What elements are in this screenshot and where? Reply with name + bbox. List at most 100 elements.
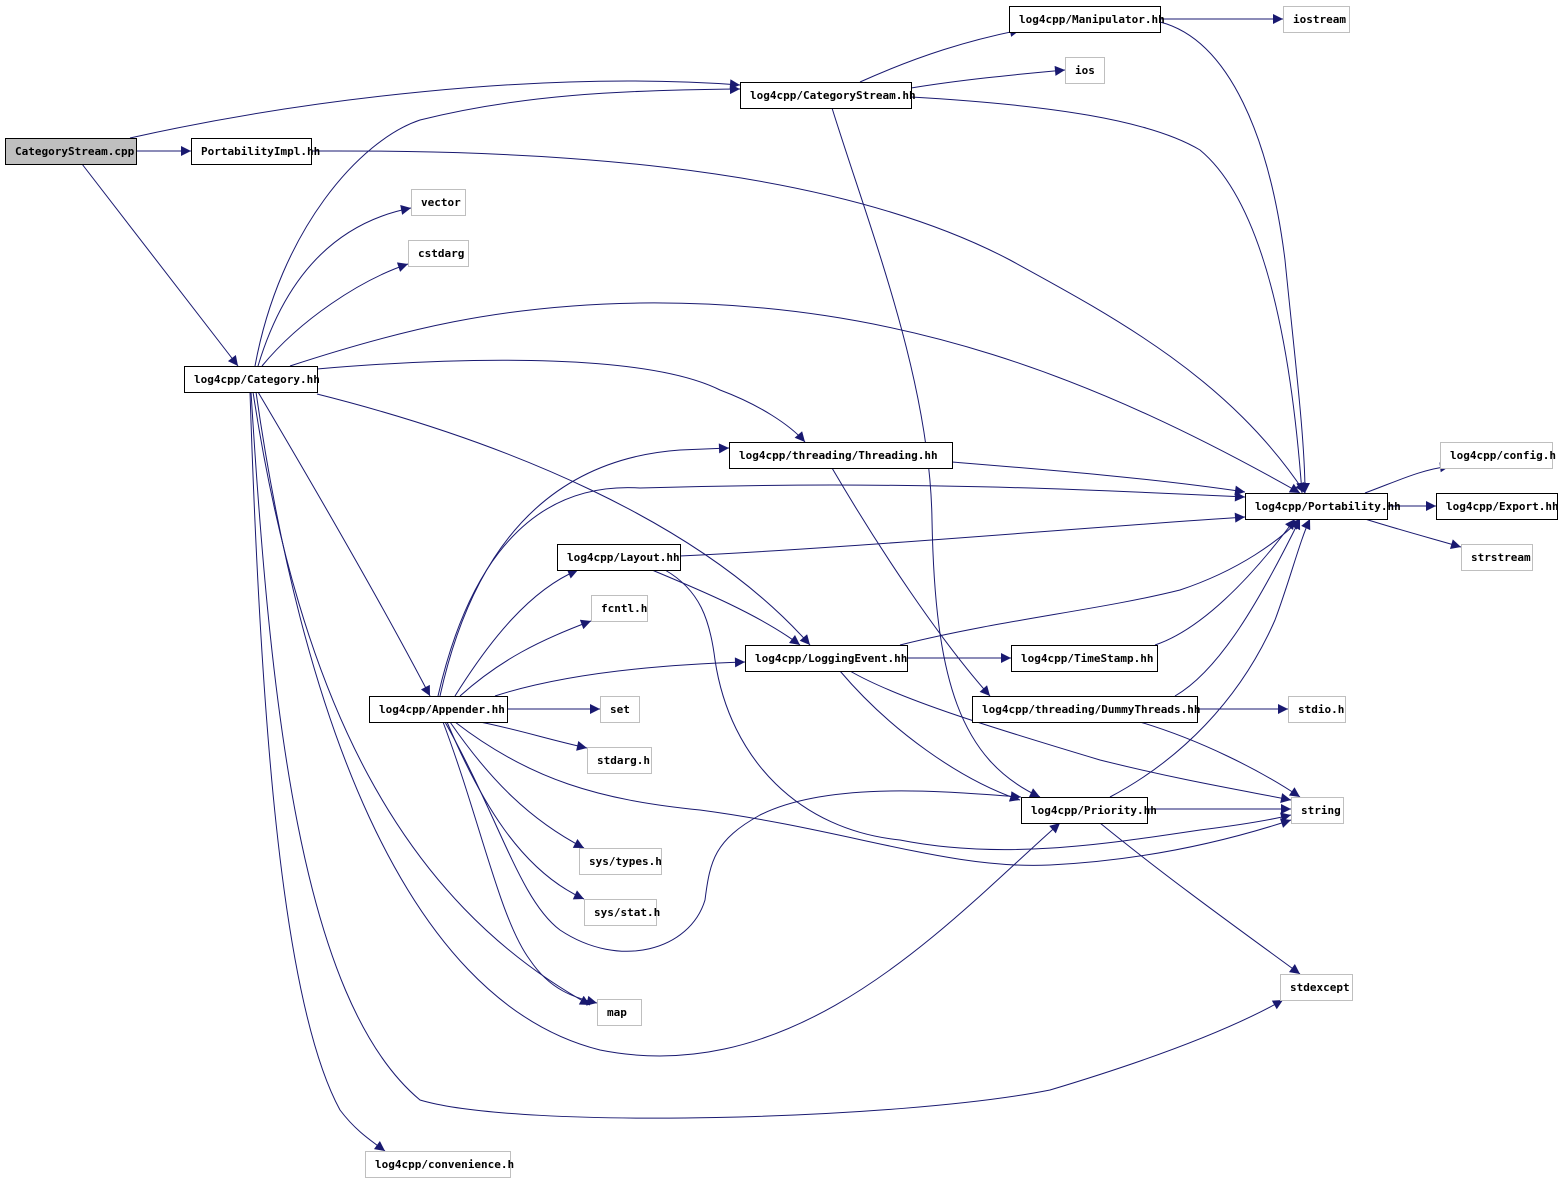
edge-appender-to-threading <box>439 443 730 697</box>
node-label: log4cpp/Portability.hh <box>1255 500 1401 513</box>
node-box <box>365 1151 511 1178</box>
node-timestamp[interactable]: log4cpp/TimeStamp.hh <box>1011 645 1158 672</box>
node-box <box>587 747 652 774</box>
node-label: fcntl.h <box>601 602 647 615</box>
node-label: log4cpp/Category.hh <box>194 373 320 386</box>
node-box <box>1065 57 1105 84</box>
node-threading[interactable]: log4cpp/threading/Threading.hh <box>729 442 953 469</box>
node-config: log4cpp/config.h <box>1440 442 1556 469</box>
node-label: set <box>610 703 630 716</box>
node-label: sys/types.h <box>589 855 662 868</box>
node-box <box>597 999 642 1026</box>
node-box <box>729 442 953 469</box>
node-manip[interactable]: log4cpp/Manipulator.hh <box>1009 6 1165 33</box>
node-box <box>740 82 912 109</box>
node-box <box>184 366 318 393</box>
node-label: ios <box>1075 64 1095 77</box>
node-box <box>972 696 1198 723</box>
node-vector: vector <box>411 189 466 216</box>
node-box <box>1436 493 1558 520</box>
edge-root-to-category <box>81 163 239 367</box>
edge-threading-to-portability <box>951 461 1246 496</box>
node-portability[interactable]: log4cpp/Portability.hh <box>1245 493 1401 520</box>
node-cstdarg: cstdarg <box>408 240 469 267</box>
node-label: log4cpp/threading/Threading.hh <box>739 449 938 462</box>
node-category[interactable]: log4cpp/Category.hh <box>184 366 320 393</box>
edges-layer <box>81 14 1462 1152</box>
node-box <box>1021 797 1148 824</box>
node-box <box>1461 544 1533 571</box>
edge-appender-to-priority <box>444 721 1022 952</box>
edge-category-to-vector <box>257 205 412 367</box>
node-portimpl[interactable]: PortabilityImpl.hh <box>191 138 321 165</box>
node-label: sys/stat.h <box>594 906 660 919</box>
node-label: PortabilityImpl.hh <box>201 145 320 158</box>
node-label: strstream <box>1471 551 1531 564</box>
node-systypes: sys/types.h <box>579 848 662 875</box>
edge-timestamp-to-portability <box>1154 518 1296 646</box>
node-logevent[interactable]: log4cpp/LoggingEvent.hh <box>745 645 908 672</box>
edge-dummy-to-portability <box>1174 518 1301 697</box>
node-stdarg: stdarg.h <box>587 747 652 774</box>
edge-layout-to-string <box>664 569 1292 851</box>
edge-appender-to-layout <box>454 569 579 697</box>
node-stdio: stdio.h <box>1288 696 1346 723</box>
edge-catstream-to-ios <box>910 65 1066 89</box>
node-box <box>557 544 681 571</box>
edge-priority-to-portability <box>1109 518 1311 798</box>
edge-portability-to-config <box>1364 462 1451 494</box>
edge-priority-to-stdexcept <box>1099 822 1301 975</box>
edge-appender-to-systypes <box>449 721 585 849</box>
node-export[interactable]: log4cpp/Export.hh <box>1436 493 1559 520</box>
edge-manip-to-portability <box>1159 21 1310 494</box>
node-box <box>1011 645 1158 672</box>
node-strstream: strstream <box>1461 544 1533 571</box>
node-label: log4cpp/Priority.hh <box>1031 804 1157 817</box>
node-label: map <box>607 1006 627 1019</box>
edge-portimpl-to-portability <box>310 150 1306 494</box>
node-box <box>1440 442 1553 469</box>
node-label: log4cpp/CategoryStream.hh <box>750 89 916 102</box>
node-label: stdarg.h <box>597 754 650 767</box>
edge-category-to-priority <box>255 391 1061 1057</box>
node-box <box>745 645 908 672</box>
edge-portability-to-strstream <box>1364 518 1462 550</box>
node-label: vector <box>421 196 461 209</box>
node-box <box>584 899 657 926</box>
node-iostream: iostream <box>1283 6 1350 33</box>
node-box <box>1280 974 1353 1001</box>
node-label: log4cpp/Manipulator.hh <box>1019 13 1165 26</box>
node-dummy[interactable]: log4cpp/threading/DummyThreads.hh <box>972 696 1201 723</box>
node-box <box>579 848 662 875</box>
node-priority[interactable]: log4cpp/Priority.hh <box>1021 797 1157 824</box>
node-box <box>1009 6 1161 33</box>
node-label: CategoryStream.cpp <box>15 145 135 158</box>
node-label: log4cpp/LoggingEvent.hh <box>755 652 907 665</box>
edge-appender-to-sysstat <box>446 721 585 900</box>
node-box <box>408 240 469 267</box>
node-set: set <box>600 696 640 723</box>
node-appender[interactable]: log4cpp/Appender.hh <box>369 696 508 723</box>
edge-category-to-convenience <box>249 391 386 1152</box>
edge-appender-to-portability <box>437 484 1246 697</box>
node-sysstat: sys/stat.h <box>584 899 660 926</box>
nodes-layer: CategoryStream.cpp PortabilityImpl.hh log4… <box>5 6 1559 1178</box>
node-box <box>411 189 466 216</box>
node-label: log4cpp/Appender.hh <box>379 703 505 716</box>
node-label: iostream <box>1293 13 1346 26</box>
edge-dummy-to-string <box>1139 721 1301 798</box>
edge-catstream-to-priority <box>831 107 1041 798</box>
edge-appender-to-map <box>442 721 598 1006</box>
node-layout[interactable]: log4cpp/Layout.hh <box>557 544 681 571</box>
node-box <box>191 138 312 165</box>
node-label: log4cpp/config.h <box>1450 449 1556 462</box>
edge-appender-to-stdarg <box>479 721 588 751</box>
node-box <box>1283 6 1350 33</box>
node-root[interactable]: CategoryStream.cpp <box>5 138 137 165</box>
node-box <box>1288 696 1346 723</box>
edge-appender-to-fcntl <box>459 619 592 697</box>
edge-logevent-to-priority <box>839 670 1021 802</box>
edge-category-to-catstream <box>254 84 741 367</box>
node-catstream[interactable]: log4cpp/CategoryStream.hh <box>740 82 916 109</box>
